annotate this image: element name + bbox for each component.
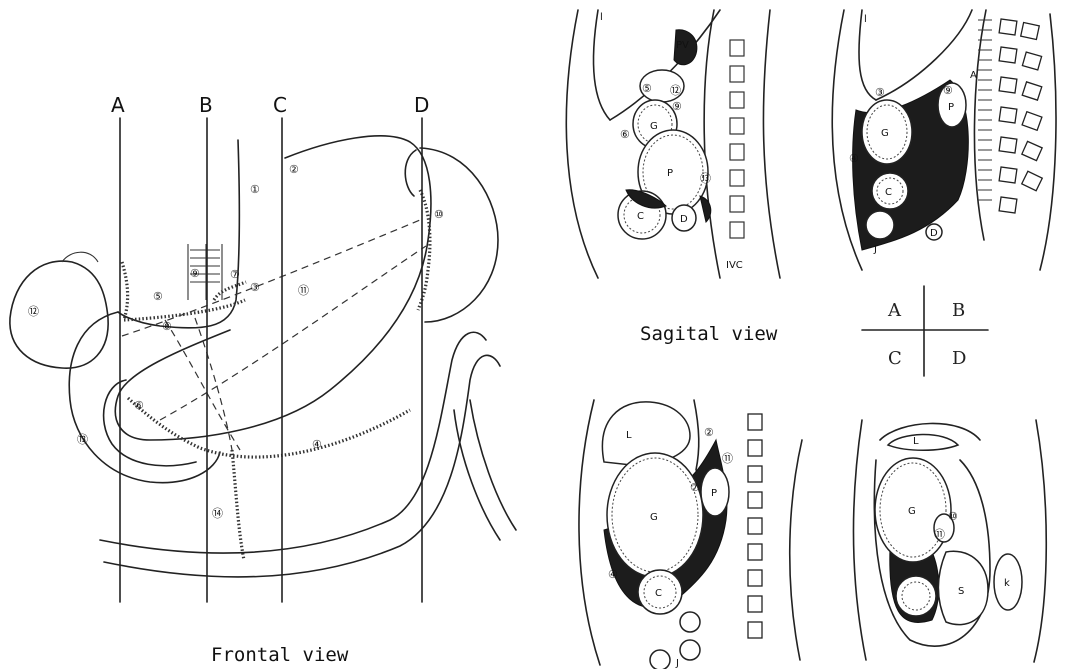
panel-b-section: l G P C J D A ③ ④ ⑨ [832,10,1056,270]
panel-b-vertebrae [999,19,1042,213]
panel-b-p: P [948,102,954,113]
panel-b-g: G [881,128,889,139]
panel-a-n6: ⑥ [620,128,630,141]
panel-a-n13: ⑬ [700,172,711,185]
panel-c-n2: ② [704,426,714,439]
panel-a-n9: ⑨ [672,100,682,113]
panel-a-section: l PV G P C D IVC ⑤ ⑥ ⑨ ⑫ ⑬ [566,10,780,278]
sagittal-view-caption: Sagital view [640,323,778,345]
key-a: A [887,300,902,321]
panel-b-d: D [930,228,938,239]
marker-12: ⑫ [28,305,39,318]
marker-10: ⑩ [434,208,444,221]
panel-c-section: L G P C J ② ④ ⑦ ⑪ [579,400,802,669]
stomach-outline [115,136,431,440]
panel-a-p: P [667,168,673,179]
panel-b-n4: ④ [849,152,859,165]
panel-d-n10: ⑩ [948,510,958,523]
marker-1: ① [250,183,260,196]
panel-a-n5: ⑤ [642,82,652,95]
panel-a-g: G [650,121,658,132]
panel-c-n7: ⑦ [690,481,700,494]
panel-d-n11: ⑪ [934,528,945,541]
panel-b-l: l [864,14,867,25]
marker-6: ⑥ [134,399,144,412]
panel-d-k: k [1004,578,1010,589]
panel-c-n11: ⑪ [722,452,733,465]
marker-9: ⑨ [190,267,200,280]
panel-b-c: C [885,187,892,198]
section-label-d: D [414,93,429,117]
panel-c-c: C [655,588,662,599]
key-b: B [952,300,965,321]
section-label-a: A [111,93,125,117]
panel-a-n12: ⑫ [670,84,681,97]
panel-c-l: L [626,430,632,441]
panel-c-g: G [650,512,658,523]
marker-11: ⑪ [298,284,309,297]
marker-4: ④ [312,438,322,451]
section-label-b: B [199,93,213,117]
key-c: C [888,348,902,369]
panel-b-j: J [873,244,877,255]
panel-c-n4: ④ [608,568,618,581]
panel-d-liver [888,434,958,450]
panel-c-j: J [675,658,679,669]
panel-b-n9: ⑨ [943,84,953,97]
marker-13: ⑬ [77,433,88,446]
frontal-view-caption: Frontal view [211,644,349,666]
marker-3: ③ [250,281,260,294]
panel-c-vertebrae [748,414,762,638]
panel-d-s: S [958,586,964,597]
panel-a-pv: PV [676,40,689,51]
section-label-c: C [273,93,287,117]
frontal-view-diagram: A B C D ① ② ③ ⑤ ⑥ ⑦ ⑧ ⑨ ⑩ ⑪ ⑫ ⑬ ⑭ ④ Fron… [10,93,516,666]
panel-d-section: L G S k ⑩ ⑪ [853,420,1046,662]
quadrant-key: A B C D [862,286,988,376]
key-d: D [952,348,966,369]
panel-a-l: l [600,12,603,23]
spleen-outline [420,148,498,322]
marker-8: ⑧ [162,320,172,333]
panel-a-ivc: IVC [726,260,743,271]
panel-a-d: D [680,214,688,225]
panel-d-g: G [908,506,916,517]
panel-a-vertebrae [730,40,744,238]
panel-d-l: L [913,436,919,447]
duodenum-outline [69,312,220,483]
marker-14: ⑭ [212,507,223,520]
marker-7: ⑦ [230,268,240,281]
liver-outline [10,261,108,368]
panel-a-c: C [637,211,644,222]
panel-c-p: P [711,488,717,499]
colon-outline [100,332,486,553]
marker-5: ⑤ [153,290,163,303]
marker-2: ② [289,163,299,176]
panel-b-a: A [970,70,977,81]
panel-b-n3: ③ [875,86,885,99]
